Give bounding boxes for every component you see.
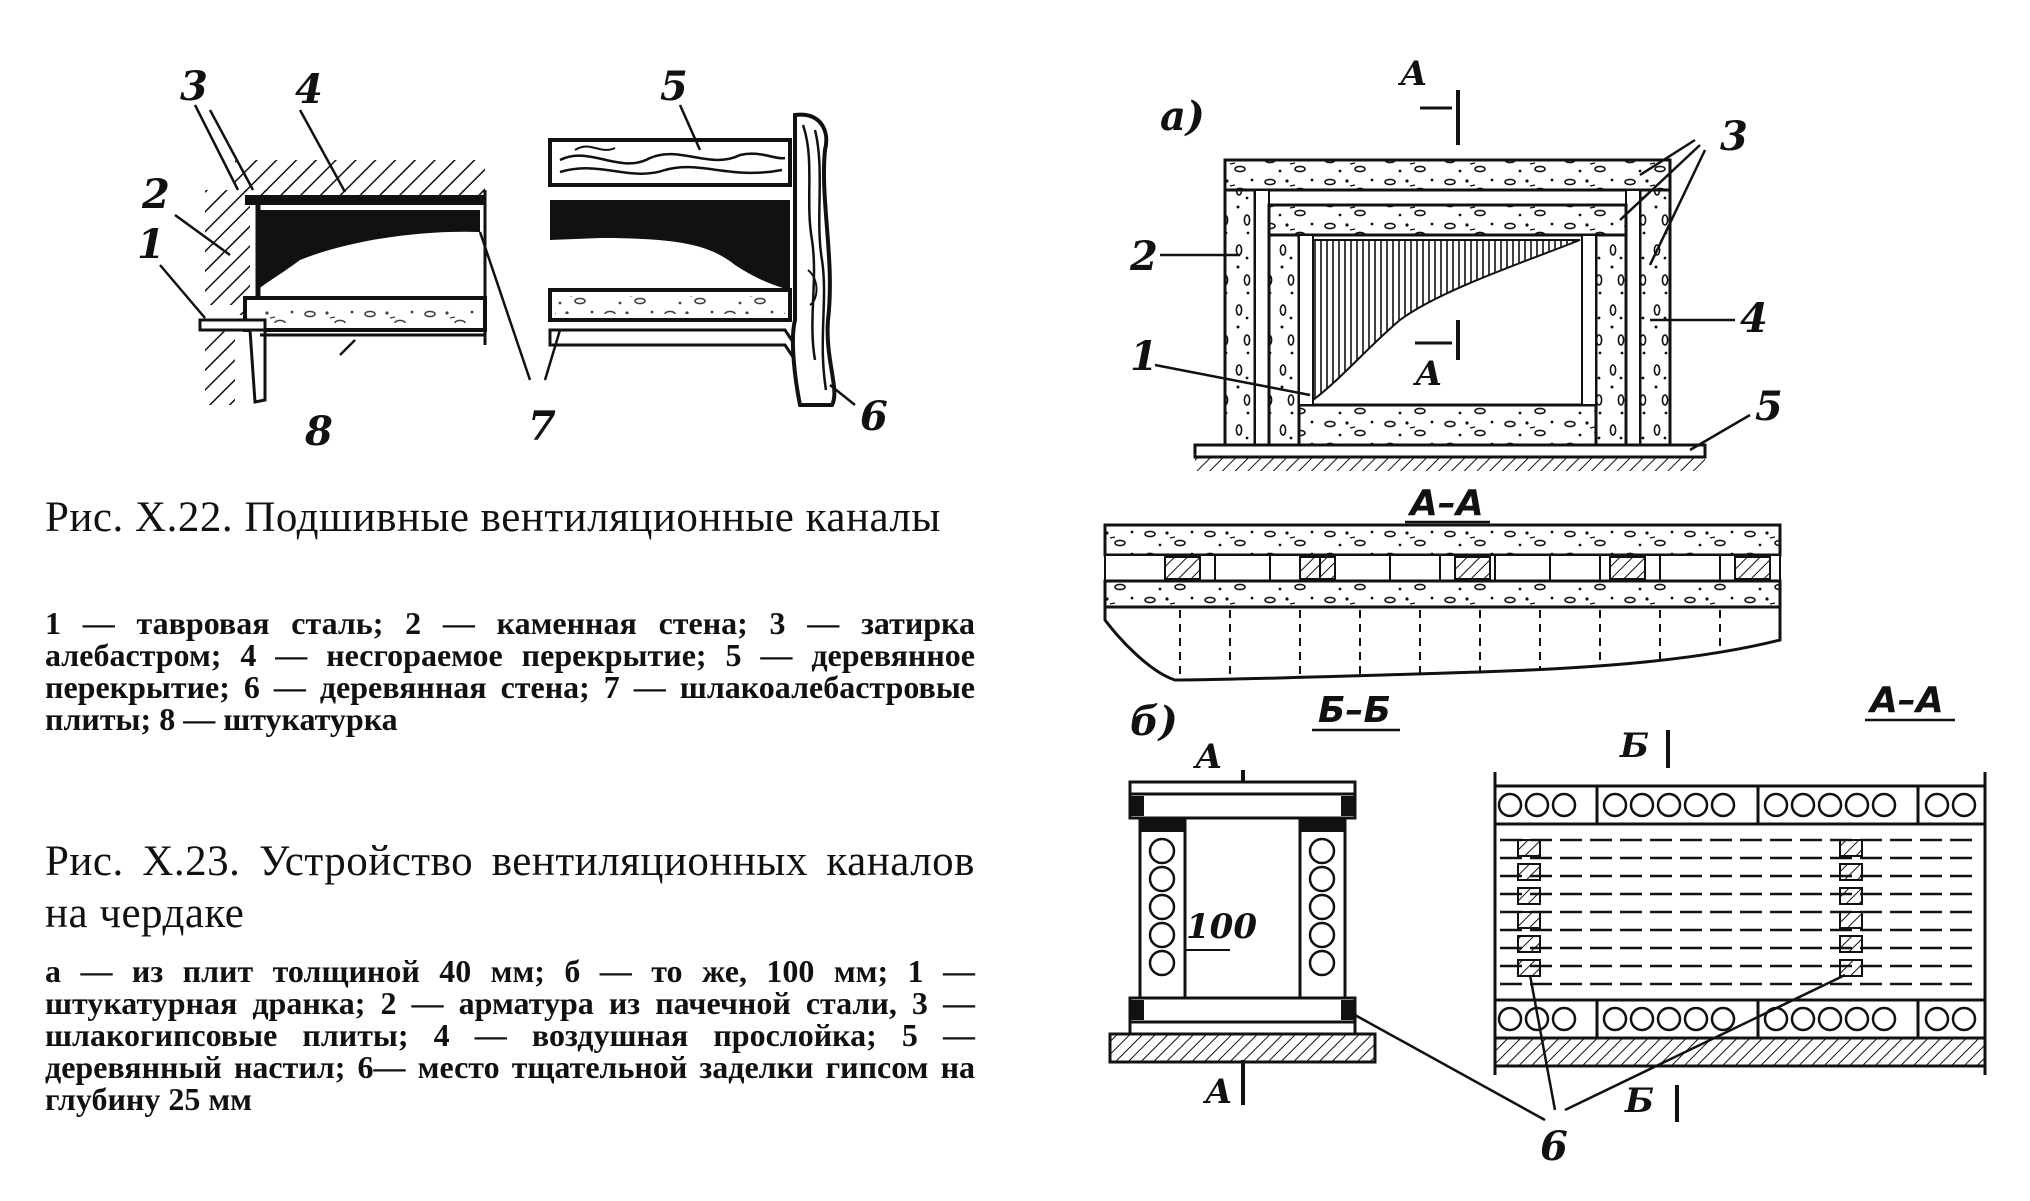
section-title-aa-a: А–А bbox=[1407, 483, 1484, 524]
fig22-drawing: 3 4 2 1 5 8 7 6 bbox=[137, 63, 888, 455]
slag-gypsum-plate-right-outer bbox=[1638, 188, 1672, 447]
right-dark-fill bbox=[550, 200, 790, 290]
wooden-floor bbox=[548, 138, 792, 187]
section-bb-view: А 100 А bbox=[1108, 737, 1377, 1112]
fig22-label-1: 1 bbox=[137, 221, 165, 268]
fig22-label-4: 4 bbox=[295, 66, 323, 113]
svg-text:А: А bbox=[1192, 737, 1223, 777]
section-mark-a-mid: А bbox=[1412, 354, 1443, 394]
wooden-wall bbox=[790, 112, 837, 407]
fig23-caption-title: Рис. X.23. Устройство вентиляционных кан… bbox=[45, 838, 975, 937]
fig23a-label-1: 1 bbox=[1130, 333, 1158, 380]
slag-gypsum-plate-top-inner bbox=[1267, 203, 1628, 237]
fig23a-label-5: 5 bbox=[1755, 383, 1783, 430]
section-title-aa-b: А–А bbox=[1867, 680, 1944, 721]
svg-text:Б: Б bbox=[1624, 1081, 1654, 1121]
slag-gypsum-plate-top-outer bbox=[1223, 158, 1672, 192]
fig22-label-7: 7 bbox=[528, 403, 556, 450]
dimension-100: 100 bbox=[1186, 907, 1257, 947]
fig23b-marker: б) bbox=[1130, 698, 1178, 745]
fig23a-label-2: 2 bbox=[1129, 233, 1158, 280]
fig22-caption-legend: 1 — тавровая сталь; 2 — каменная стена; … bbox=[45, 605, 975, 737]
fig23a-label-3: 3 bbox=[1720, 113, 1748, 160]
fig22-label-6: 6 bbox=[860, 393, 888, 440]
wooden-deck bbox=[1193, 443, 1707, 459]
alabaster-plaster bbox=[245, 195, 485, 205]
fig22-label-2: 2 bbox=[141, 171, 170, 218]
fig22-caption-title: Рис. X.22. Подшивные вентиляционные кана… bbox=[45, 494, 941, 541]
svg-text:А: А bbox=[1202, 1072, 1233, 1112]
slag-gypsum-plate-left-outer bbox=[1223, 188, 1257, 447]
fig23b-label-6: 6 bbox=[1540, 1123, 1568, 1170]
section-mark-a-top: А bbox=[1397, 54, 1428, 94]
noncombustible-floor-fill bbox=[258, 210, 480, 290]
svg-text:Б: Б bbox=[1619, 726, 1649, 766]
fig23a-label-4: 4 bbox=[1740, 295, 1768, 342]
fig22-label-3: 3 bbox=[180, 63, 208, 110]
fig23b-drawing: б) Б–Б А–А А 100 bbox=[1108, 680, 1987, 1170]
fig23-caption-legend: а — из плит толщиной 40 мм; б — то же, 1… bbox=[45, 953, 975, 1117]
fig22-label-5: 5 bbox=[660, 63, 688, 110]
air-gap bbox=[1312, 239, 1581, 402]
fig23a-marker: а) bbox=[1160, 93, 1205, 140]
fig22-label-8: 8 bbox=[304, 408, 333, 455]
section-title-bb: Б–Б bbox=[1318, 690, 1391, 731]
fig23a-drawing: а) А А bbox=[1103, 54, 1783, 682]
section-aa-strip bbox=[1103, 523, 1782, 682]
section-aa-view: Б bbox=[1493, 726, 1987, 1122]
